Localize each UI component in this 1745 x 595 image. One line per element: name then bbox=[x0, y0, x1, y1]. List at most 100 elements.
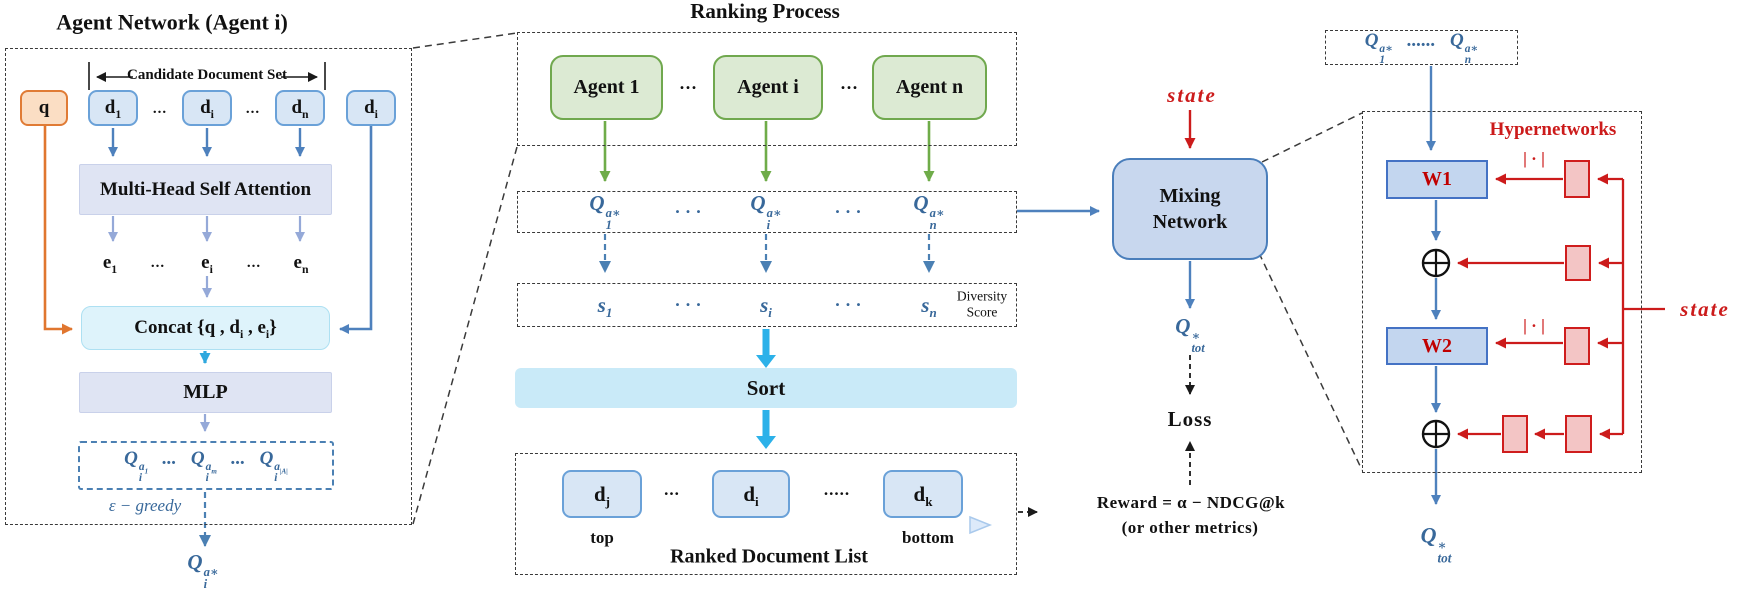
si-label: si bbox=[760, 292, 772, 321]
top-label: top bbox=[590, 528, 614, 548]
agent-i-label: Agent i bbox=[737, 76, 799, 98]
hypernet-block-4b bbox=[1565, 415, 1592, 453]
diversity-line1: Diversity bbox=[956, 288, 1008, 304]
connector-left-bottom bbox=[412, 146, 518, 525]
agent-1-label: Agent 1 bbox=[573, 76, 640, 98]
score-row-panel bbox=[517, 283, 1017, 327]
sum-nodes bbox=[1421, 248, 1451, 449]
diversity-line2: Score bbox=[966, 304, 998, 319]
q-dots-1: · · · bbox=[674, 201, 702, 222]
multi-head-attention-label: Multi-Head Self Attention bbox=[99, 178, 312, 200]
agent-n-label: Agent n bbox=[895, 76, 964, 98]
ranked-doc-i-label: di bbox=[743, 481, 759, 509]
sort-label: Sort bbox=[746, 375, 786, 400]
ranked-doc-k-box: dk bbox=[883, 470, 963, 518]
mixing-label-line2: Network bbox=[1152, 211, 1228, 233]
abs-label-2: | · | bbox=[1523, 316, 1545, 336]
concat-label: Concat {q , di , ei} bbox=[134, 317, 277, 341]
agent-i-box: Agent i bbox=[713, 55, 823, 120]
mixing-network-box: Mixing Network bbox=[1112, 158, 1268, 260]
connector-left-top bbox=[412, 32, 518, 49]
w2-label: W2 bbox=[1422, 334, 1452, 357]
ranked-dots-2: ..... bbox=[823, 480, 851, 500]
ranked-dots-1: ... bbox=[664, 480, 680, 500]
hypernet-block-1 bbox=[1564, 160, 1590, 198]
mlp-box: MLP bbox=[79, 372, 332, 413]
s1-label: s1 bbox=[597, 292, 613, 321]
state-label-right: state bbox=[1680, 296, 1730, 321]
abs-label-1: | · | bbox=[1523, 149, 1545, 169]
doc-dots-1: ... bbox=[152, 101, 168, 118]
ranked-doc-i-box: di bbox=[712, 470, 790, 518]
ranked-doc-k-label: dk bbox=[913, 481, 933, 509]
embedding-dots-1: ... bbox=[150, 255, 166, 272]
mixing-arrows bbox=[1017, 110, 1196, 485]
query-to-concat-arrow bbox=[43, 126, 73, 335]
agents-row-panel bbox=[517, 32, 1017, 146]
connector-right-top bbox=[1261, 112, 1363, 163]
doc-box-1: d1 bbox=[88, 90, 138, 126]
q-dots-2: · · · bbox=[834, 201, 862, 222]
hypernetwork-arrows bbox=[1426, 66, 1665, 505]
query-label: q bbox=[38, 97, 50, 118]
query-box: q bbox=[20, 90, 68, 126]
hypernet-block-3 bbox=[1564, 327, 1590, 365]
doc-box-i-label: di bbox=[200, 97, 214, 121]
bottom-label: bottom bbox=[902, 528, 954, 548]
qtot-label-right: Q∗tot bbox=[1420, 522, 1452, 566]
reward-line1: Reward = α − NDCG@k bbox=[1096, 493, 1286, 513]
hypernet-block-2 bbox=[1565, 245, 1591, 281]
s-dots-1: · · · bbox=[674, 294, 702, 315]
ranking-arrows bbox=[548, 121, 1038, 535]
candidate-set-label: Candidate Document Set bbox=[127, 67, 287, 84]
w1-box: W1 bbox=[1386, 160, 1488, 199]
ranked-list-title: Ranked Document List bbox=[670, 545, 868, 568]
doc-box-i: di bbox=[182, 90, 232, 126]
doc-box-1-label: d1 bbox=[104, 97, 122, 121]
doc-box-i-agent-label: di bbox=[364, 97, 378, 121]
ranking-process-title: Ranking Process bbox=[690, 0, 840, 23]
epsilon-greedy-label: ε − greedy bbox=[108, 496, 182, 516]
hypernetworks-panel bbox=[1362, 111, 1642, 473]
doc-dots-2: ... bbox=[245, 101, 261, 118]
sort-box: Sort bbox=[515, 368, 1017, 408]
agent-network-arrows bbox=[43, 126, 373, 547]
doci-to-concat-arrow bbox=[339, 126, 373, 334]
agent-dots-1: ··· bbox=[678, 77, 698, 98]
agent-1-box: Agent 1 bbox=[550, 55, 663, 120]
q-row-panel bbox=[517, 191, 1017, 233]
agent-n-box: Agent n bbox=[872, 55, 987, 120]
doc-box-n: dn bbox=[275, 90, 325, 126]
mlp-label: MLP bbox=[183, 381, 228, 403]
agent-dots-2: ··· bbox=[839, 77, 859, 98]
qtot-label-mid: Q∗tot bbox=[1175, 314, 1205, 355]
hypernet-block-4a bbox=[1502, 415, 1528, 453]
doc-box-n-label: dn bbox=[291, 97, 309, 121]
embedding-1-label: e1 bbox=[102, 252, 118, 276]
w2-box: W2 bbox=[1386, 327, 1488, 365]
reward-line2: (or other metrics) bbox=[1121, 518, 1259, 538]
hypernetworks-title: Hypernetworks bbox=[1489, 119, 1617, 141]
multi-head-attention-box: Multi-Head Self Attention bbox=[79, 164, 332, 215]
embedding-n-label: en bbox=[293, 252, 309, 276]
w1-label: W1 bbox=[1422, 168, 1452, 190]
s-dots-2: · · · bbox=[834, 294, 862, 315]
panel-connector-lines bbox=[412, 32, 1363, 525]
sn-label: sn bbox=[921, 292, 937, 321]
embedding-dots-2: ... bbox=[246, 255, 262, 272]
agent-network-panel bbox=[5, 48, 412, 525]
embedding-i-label: ei bbox=[201, 252, 213, 276]
diversity-score-label: Diversity Score bbox=[957, 288, 1007, 319]
ranked-list-panel bbox=[515, 453, 1017, 575]
loss-label: Loss bbox=[1167, 406, 1213, 431]
connector-right-bottom bbox=[1258, 252, 1363, 471]
